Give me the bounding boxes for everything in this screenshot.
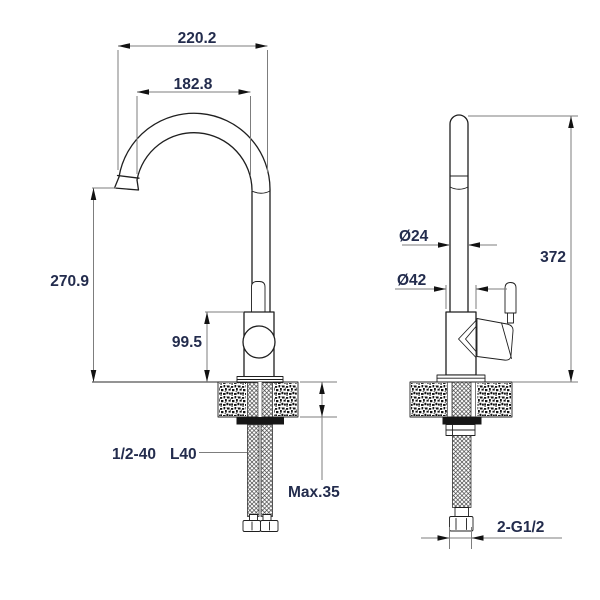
spout-diameter-label: Ø24 — [399, 228, 429, 245]
shank-length-label: L40 — [170, 446, 197, 463]
faucet-side-view — [409, 114, 517, 532]
dim-body-height: 99.5 — [172, 311, 243, 382]
side-supply-hose — [445, 424, 476, 532]
side-countertop-section — [409, 381, 513, 425]
dim-overall-width: 220.2 — [117, 30, 268, 172]
side-pipe-collar — [449, 175, 469, 190]
side-base-flange — [436, 374, 486, 383]
dim-spout-reach: 182.8 — [136, 76, 251, 176]
dim-shank-spec: 1/2-40 L40 — [112, 446, 247, 463]
front-countertop-section — [92, 381, 299, 425]
side-spout-pipe — [449, 114, 469, 313]
front-locknut — [236, 417, 284, 425]
dim-base-diameter: Ø42 — [395, 272, 507, 309]
hose-thread-label: 2-G1/2 — [497, 519, 544, 536]
front-gooseneck-spout — [113, 112, 271, 191]
side-handle-joint — [458, 320, 477, 358]
dim-max-thickness: Max.35 — [288, 381, 340, 501]
side-locknut — [442, 417, 482, 425]
side-hose-nut — [449, 516, 474, 532]
front-handle-lever — [251, 281, 266, 314]
overall-height-label: 372 — [540, 249, 566, 266]
shank-thread-label: 1/2-40 — [112, 446, 156, 463]
front-supply-hoses — [242, 424, 279, 532]
spout-reach-label: 182.8 — [174, 76, 213, 93]
base-diameter-label: Ø42 — [397, 272, 426, 289]
dim-spout-height: 270.9 — [50, 187, 116, 382]
side-handle-grip — [476, 318, 514, 361]
max-thickness-label: Max.35 — [288, 484, 340, 501]
dim-spout-diameter: Ø24 — [399, 228, 497, 248]
overall-width-label: 220.2 — [178, 30, 217, 47]
shank-spec-label: 1/2-40 L40 — [112, 446, 197, 463]
spout-height-label: 270.9 — [50, 273, 89, 290]
side-handle-lever — [504, 282, 517, 324]
body-height-label: 99.5 — [172, 334, 203, 351]
dim-hose-thread: 2-G1/2 — [421, 519, 562, 549]
front-handle-joint — [242, 325, 276, 359]
faucet-front-view — [92, 112, 299, 532]
dim-overall-height: 372 — [468, 115, 578, 383]
